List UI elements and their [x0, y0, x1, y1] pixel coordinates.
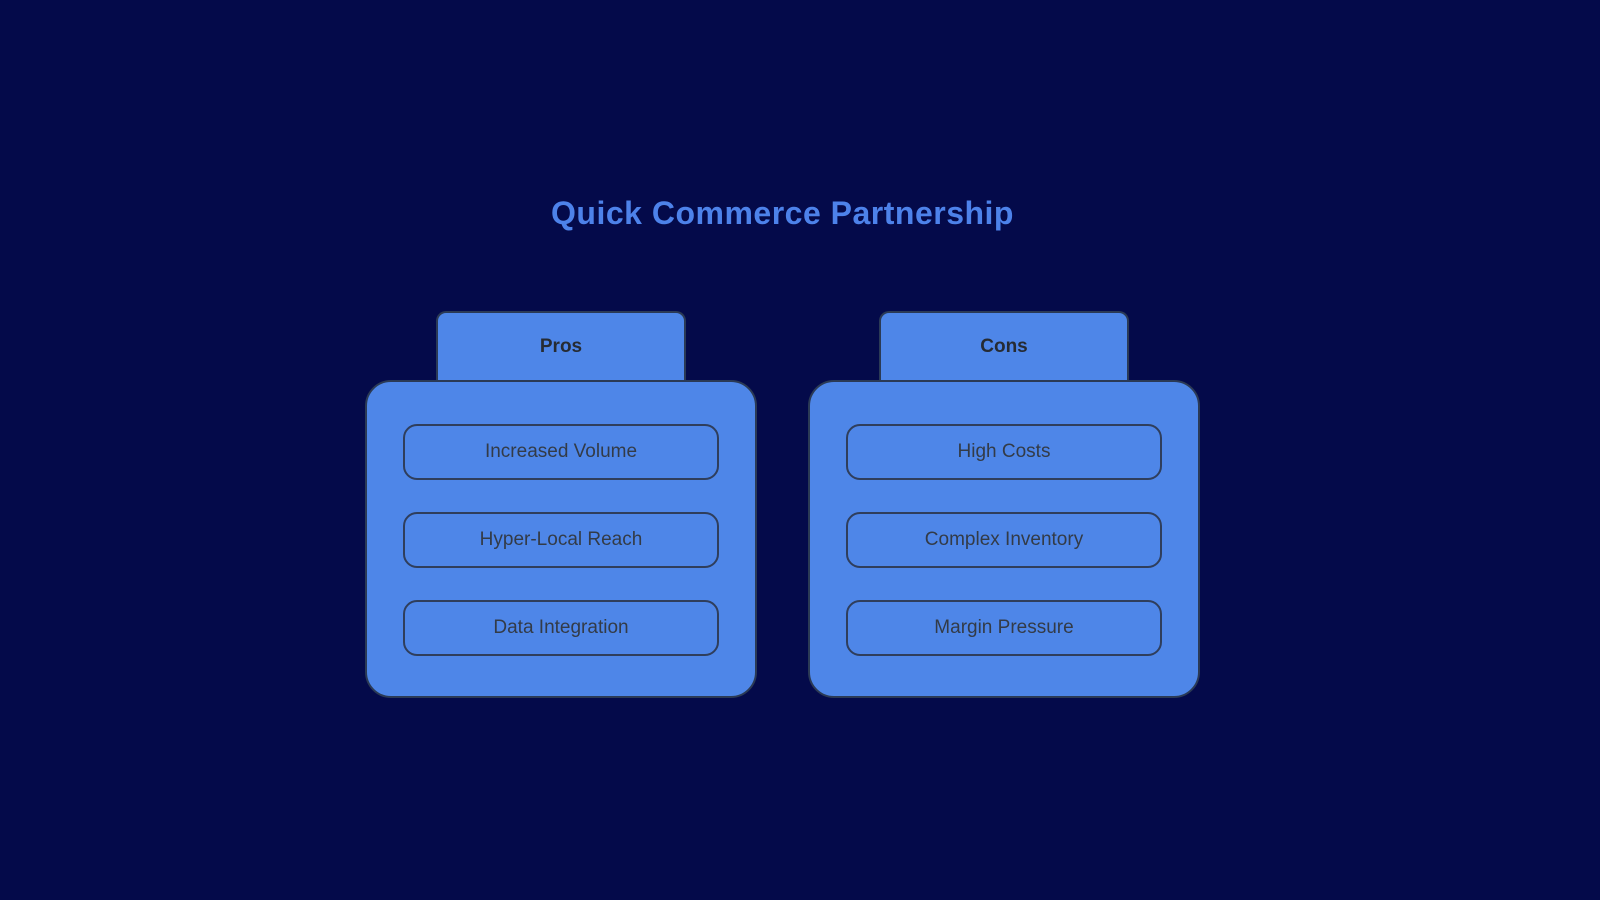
item-label: Increased Volume: [484, 441, 638, 462]
cons-item-margin-pressure: Margin Pressure: [846, 600, 1162, 656]
cons-card: Cons High Costs Complex Inventory Margin…: [808, 311, 1200, 698]
cons-item-complex-inventory: Complex Inventory: [846, 512, 1162, 568]
pros-item-data-integration: Data Integration: [403, 600, 719, 656]
item-label: Complex Inventory: [924, 529, 1084, 550]
pros-tab: Pros: [436, 311, 686, 380]
pros-card-body: Increased Volume Hyper-Local Reach Data …: [365, 380, 757, 698]
pros-item-increased-volume: Increased Volume: [403, 424, 719, 480]
cons-card-body: High Costs Complex Inventory Margin Pres…: [808, 380, 1200, 698]
cons-tab-label: Cons: [980, 335, 1028, 357]
pros-item-hyper-local-reach: Hyper-Local Reach: [403, 512, 719, 568]
item-label: High Costs: [957, 441, 1051, 462]
pros-card: Pros Increased Volume Hyper-Local Reach …: [365, 311, 757, 698]
item-label: Data Integration: [493, 617, 629, 638]
pros-tab-label: Pros: [539, 335, 583, 357]
cons-item-high-costs: High Costs: [846, 424, 1162, 480]
pros-cons-diagram: Pros Increased Volume Hyper-Local Reach …: [365, 311, 1200, 698]
item-label: Margin Pressure: [934, 617, 1074, 638]
item-label: Hyper-Local Reach: [479, 529, 643, 550]
page-title: Quick Commerce Partnership: [551, 195, 1014, 231]
cons-tab: Cons: [879, 311, 1129, 380]
